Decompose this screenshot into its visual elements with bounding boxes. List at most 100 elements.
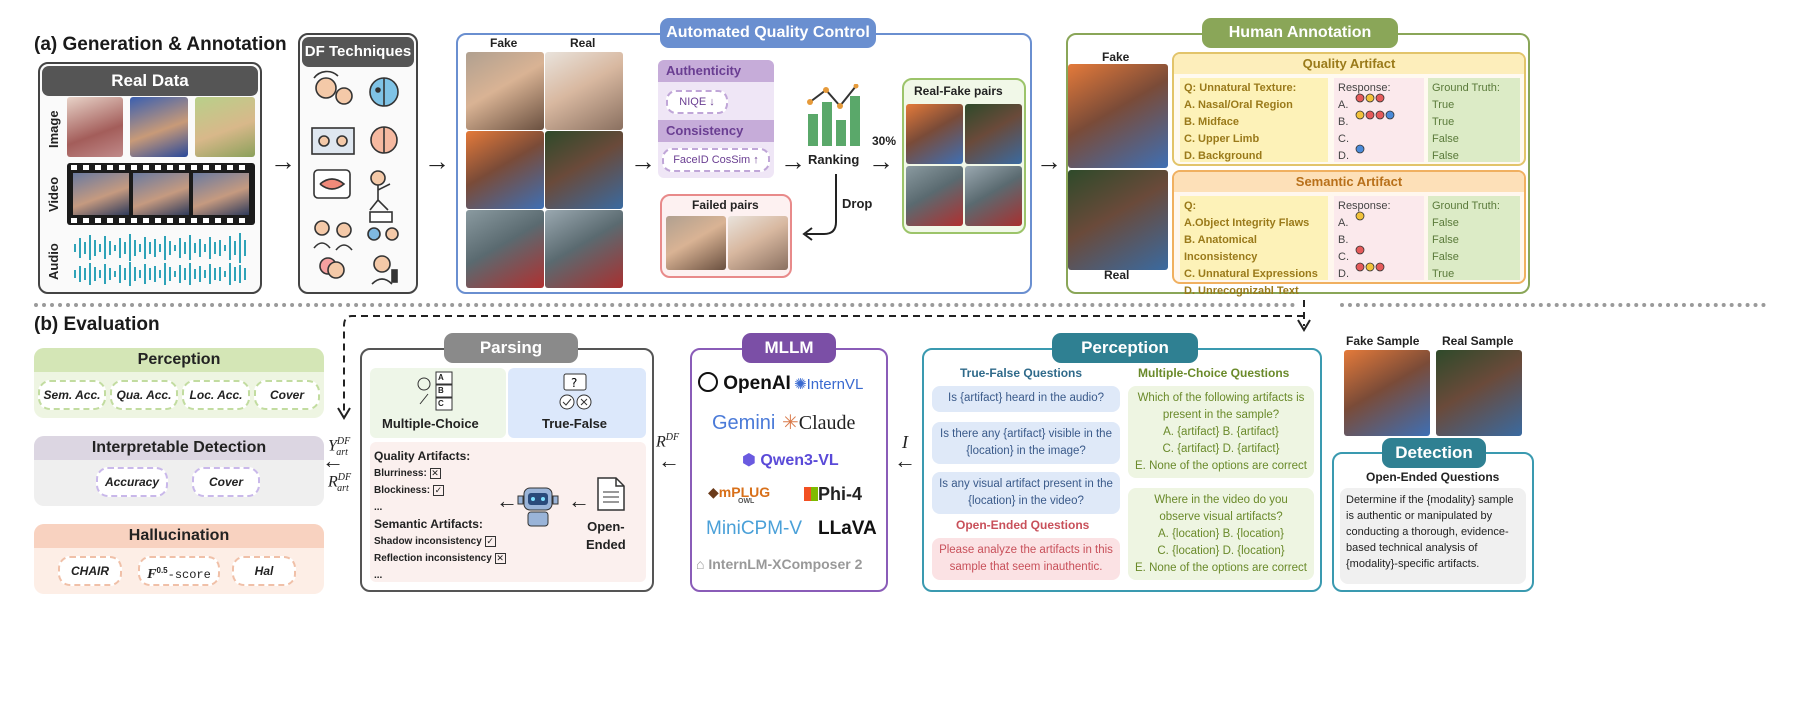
semantic-gt-a: False bbox=[1432, 217, 1459, 229]
ranking-label: Ranking bbox=[808, 152, 860, 167]
real-image-woman bbox=[67, 97, 123, 157]
aqc-real-label: Real bbox=[570, 36, 596, 50]
model-internlm: ⌂ InternLM-XComposer 2 bbox=[696, 556, 862, 572]
semantic-gt-d: True bbox=[1432, 268, 1455, 280]
shadow-row: Shadow inconsistency ✓ bbox=[374, 533, 506, 550]
consistency-header: Consistency bbox=[658, 120, 774, 142]
mllm-panel bbox=[690, 348, 888, 592]
parsed-output-text: Quality Artifacts: Blurriness: ✕ Blockin… bbox=[374, 448, 506, 584]
aqc-title: Automated Quality Control bbox=[660, 18, 876, 48]
quality-response-box: Response: A. B. C. D. bbox=[1334, 78, 1424, 162]
arrow-right-4: → bbox=[780, 146, 806, 176]
quality-gt-c: False bbox=[1432, 133, 1459, 145]
aqc-fake-photo-3 bbox=[466, 210, 544, 288]
tf-question-2: Is there any {artifact} visible in the {… bbox=[932, 422, 1120, 464]
drop-arrow bbox=[802, 174, 837, 241]
semantic-gt-box: Ground Truth: False False False True bbox=[1428, 196, 1520, 280]
arrow-right-3: → bbox=[630, 146, 656, 176]
quality-option-d: D. Background bbox=[1184, 150, 1263, 162]
model-gemini: Gemini bbox=[712, 412, 776, 434]
mc-q2-opt-1: A. {location} B. {location} bbox=[1158, 528, 1284, 540]
aqc-fake-photo-2 bbox=[466, 131, 544, 209]
semantic-artifact-title: Semantic Artifact bbox=[1174, 172, 1524, 192]
quality-response-c: C. bbox=[1338, 133, 1349, 145]
svg-text:?: ? bbox=[571, 376, 577, 390]
blockiness-check-icon: ✓ bbox=[432, 485, 444, 496]
open-ended-label: Open- Ended bbox=[586, 519, 626, 552]
detection-fake-photo bbox=[1344, 350, 1430, 436]
model-minicpm: MiniCPM-V bbox=[706, 518, 803, 539]
quality-gt-a: True bbox=[1432, 99, 1455, 111]
tf-label: True-False bbox=[542, 416, 608, 431]
quality-option-a: A. Nasal/Oral Region bbox=[1184, 99, 1293, 111]
y-art-letter: Y bbox=[328, 437, 337, 455]
mplug-owl: OWL bbox=[738, 498, 755, 505]
section-divider-left bbox=[34, 303, 1296, 307]
feedback-flow-line bbox=[337, 300, 1311, 420]
multiple-choice-icon bbox=[417, 371, 453, 411]
section-a-title: (a) Generation & Annotation bbox=[34, 34, 287, 55]
reflection-label: Reflection inconsistency bbox=[374, 553, 492, 564]
real-image-man bbox=[130, 97, 188, 157]
r-df-symbol: RDF bbox=[656, 432, 679, 451]
failed-real-photo bbox=[728, 216, 788, 270]
row-label-image: Image bbox=[46, 110, 61, 148]
mplug-name: mPLUG bbox=[718, 484, 771, 500]
r-df-sup: DF bbox=[665, 432, 680, 443]
blurriness-label: Blurriness: bbox=[374, 468, 427, 479]
hallucination-metrics-title: Hallucination bbox=[34, 524, 324, 548]
quality-response-a: A. bbox=[1338, 99, 1349, 111]
semantic-response-label: Response: bbox=[1338, 200, 1391, 212]
mc-question-2: Where in the video do you observe visual… bbox=[1154, 494, 1288, 523]
fscore-symbol: F bbox=[147, 567, 157, 582]
human-annotation-title: Human Annotation bbox=[1202, 18, 1398, 48]
arrow-left-robot: ← bbox=[496, 488, 518, 513]
metric-sem-acc: Sem. Acc. bbox=[38, 380, 106, 410]
semantic-option-a: A.Object Integrity Flaws bbox=[1184, 217, 1310, 229]
semantic-response-d: D. bbox=[1338, 268, 1349, 280]
tf-question-1: Is {artifact} heard in the audio? bbox=[932, 386, 1120, 412]
metric-cover-perception: Cover bbox=[254, 380, 320, 410]
model-llava: LLaVA bbox=[818, 518, 877, 539]
blurriness-x-icon: ✕ bbox=[429, 468, 441, 479]
semantic-response-a: A. bbox=[1338, 217, 1349, 229]
mc-questions-title: Multiple-Choice Questions bbox=[1138, 366, 1290, 380]
aqc-fake-photo-1 bbox=[466, 52, 544, 130]
semantic-response-c: C. bbox=[1338, 251, 1349, 263]
ha-real-label: Real bbox=[1104, 268, 1130, 282]
detection-question: Determine if the {modality} sample is au… bbox=[1340, 488, 1526, 584]
real-image-child bbox=[195, 97, 255, 157]
mplug-icon: ◆ bbox=[708, 484, 719, 500]
y-art-symbol: YDFart bbox=[328, 436, 350, 458]
claude-name: Claude bbox=[798, 412, 856, 434]
robot-icon bbox=[517, 487, 559, 527]
semantic-option-b: B. Anatomical Inconsistency bbox=[1184, 234, 1258, 263]
blockiness-label: Blockiness: bbox=[374, 485, 431, 496]
arrow-right-2: → bbox=[424, 146, 450, 176]
real-sample-label: Real Sample bbox=[1442, 334, 1514, 348]
failed-fake-photo bbox=[666, 216, 726, 270]
interpretable-metrics-title: Interpretable Detection bbox=[34, 436, 324, 460]
quality-gt-label: Ground Truth: bbox=[1432, 82, 1500, 94]
mc-label: Multiple-Choice bbox=[382, 416, 479, 431]
aqc-real-photo-2 bbox=[545, 131, 623, 209]
r-art-sup: DF bbox=[337, 472, 352, 483]
row-label-audio: Audio bbox=[46, 243, 61, 280]
mc-q1-opt-1: A. {artifact} B. {artifact} bbox=[1163, 426, 1279, 438]
mc-letters: A B C bbox=[438, 371, 444, 410]
r-df-letter: R bbox=[656, 433, 666, 451]
semantic-gt-label: Ground Truth: bbox=[1432, 200, 1500, 212]
quality-question-box: Q: Unnatural Texture: A. Nasal/Oral Regi… bbox=[1180, 78, 1328, 162]
quality-question: Q: Unnatural Texture: bbox=[1184, 82, 1297, 94]
metric-qua-acc: Qua. Acc. bbox=[110, 380, 178, 410]
semantic-question: Q: bbox=[1184, 200, 1197, 212]
mc-question-2-box: Where in the video do you observe visual… bbox=[1128, 488, 1314, 580]
fake-sample-label: Fake Sample bbox=[1346, 334, 1420, 348]
blurriness-row: Blurriness: ✕ bbox=[374, 465, 506, 482]
reflection-row: Reflection inconsistency ✕ bbox=[374, 550, 506, 567]
df-techniques-title: DF Techniques bbox=[302, 37, 414, 67]
quality-annotator-icons bbox=[1355, 93, 1395, 154]
perception-questions-title: Perception bbox=[1052, 333, 1198, 363]
quality-gt-box: Ground Truth: True True False False bbox=[1428, 78, 1520, 162]
